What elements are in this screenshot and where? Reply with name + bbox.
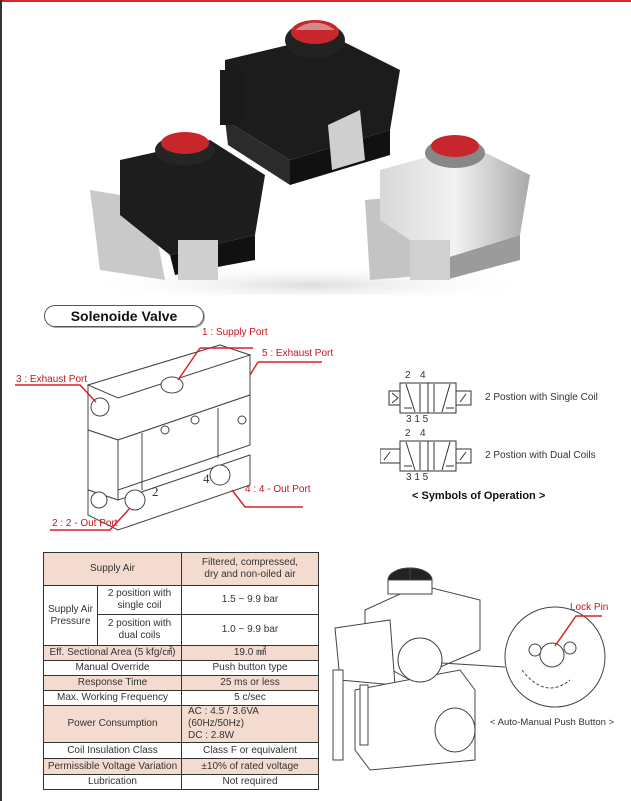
port-label-2: 2	[405, 370, 411, 381]
row-value: 19.0 ㎟	[181, 645, 319, 661]
row-value: Filtered, compressed,dry and non-oiled a…	[181, 552, 319, 586]
product-photos	[80, 20, 540, 295]
out-port-2-label: 2 : 2 - Out Port	[52, 518, 118, 529]
exhaust-port-5-label: 5 : Exhaust Port	[262, 348, 334, 359]
row-label: Manual Override	[43, 660, 182, 676]
detail-caption: < Auto-Manual Push Button >	[490, 717, 615, 728]
black-switchbox-left	[90, 132, 265, 280]
black-switchbox-top	[220, 20, 400, 185]
table-row: Permissible Voltage Variation±10% of rat…	[43, 758, 319, 775]
lock-pin-label: Lock Pin	[570, 602, 609, 613]
detail-circle	[504, 606, 606, 708]
assembly-drawing	[332, 567, 606, 771]
row-value: Not required	[181, 774, 319, 790]
top-rule	[0, 0, 631, 2]
solenoid-valve-drawing	[15, 344, 322, 531]
section-title: Solenoide Valve	[44, 305, 204, 327]
dual-coils-label: 2 Postion with Dual Coils	[485, 450, 596, 461]
body-mark-2: 2	[152, 484, 159, 499]
row-value: 25 ms or less	[181, 675, 319, 691]
table-row: Power Consumption AC : 4.5 / 3.6VA (60Hz…	[43, 705, 319, 743]
row-value: ±10% of rated voltage	[181, 758, 319, 775]
row-label: Response Time	[43, 675, 182, 691]
row-label: Coil Insulation Class	[43, 742, 182, 759]
symbols-title: < Symbols of Operation >	[412, 490, 546, 502]
row-label: Eff. Sectional Area (5 kfg/㎠)	[43, 645, 182, 661]
silver-switchbox-right	[365, 135, 530, 280]
left-rule	[0, 0, 2, 801]
row-value: 5 c/sec	[181, 690, 319, 706]
row-value: Class F or equivalent	[181, 742, 319, 759]
exhaust-port-3-label: 3 : Exhaust Port	[16, 374, 88, 385]
row-value: 1.0 ~ 9.9 bar	[181, 614, 319, 646]
supply-port-label: 1 : Supply Port	[202, 327, 268, 338]
port-label-4b: 4	[420, 428, 426, 439]
port-label-315b: 3 1 5	[406, 472, 429, 483]
body-mark-4: 4	[203, 471, 210, 486]
row-label: Power Consumption	[43, 705, 182, 743]
port-label-315: 3 1 5	[406, 414, 429, 425]
table-row: Supply Air Filtered, compressed,dry and …	[43, 552, 319, 586]
row-value: AC : 4.5 / 3.6VA (60Hz/50Hz)DC : 2.8W	[181, 705, 319, 743]
row-label: Permissible Voltage Variation	[43, 758, 182, 775]
single-coil-label: 2 Postion with Single Coil	[485, 392, 598, 403]
spec-table: Supply Air Filtered, compressed,dry and …	[43, 552, 319, 790]
row-label: Supply Air	[43, 552, 182, 586]
port-label-2b: 2	[405, 428, 411, 439]
table-row: Eff. Sectional Area (5 kfg/㎠)19.0 ㎟	[43, 645, 319, 661]
row-value: 1.5 ~ 9.9 bar	[181, 585, 319, 615]
row-label: Max. Working Frequency	[43, 690, 182, 706]
out-port-4-label: 4 : 4 - Out Port	[245, 484, 311, 495]
port-label-4: 4	[420, 370, 426, 381]
row-value: Push button type	[181, 660, 319, 676]
valve-symbols	[380, 382, 472, 472]
row-label: Lubrication	[43, 774, 182, 790]
